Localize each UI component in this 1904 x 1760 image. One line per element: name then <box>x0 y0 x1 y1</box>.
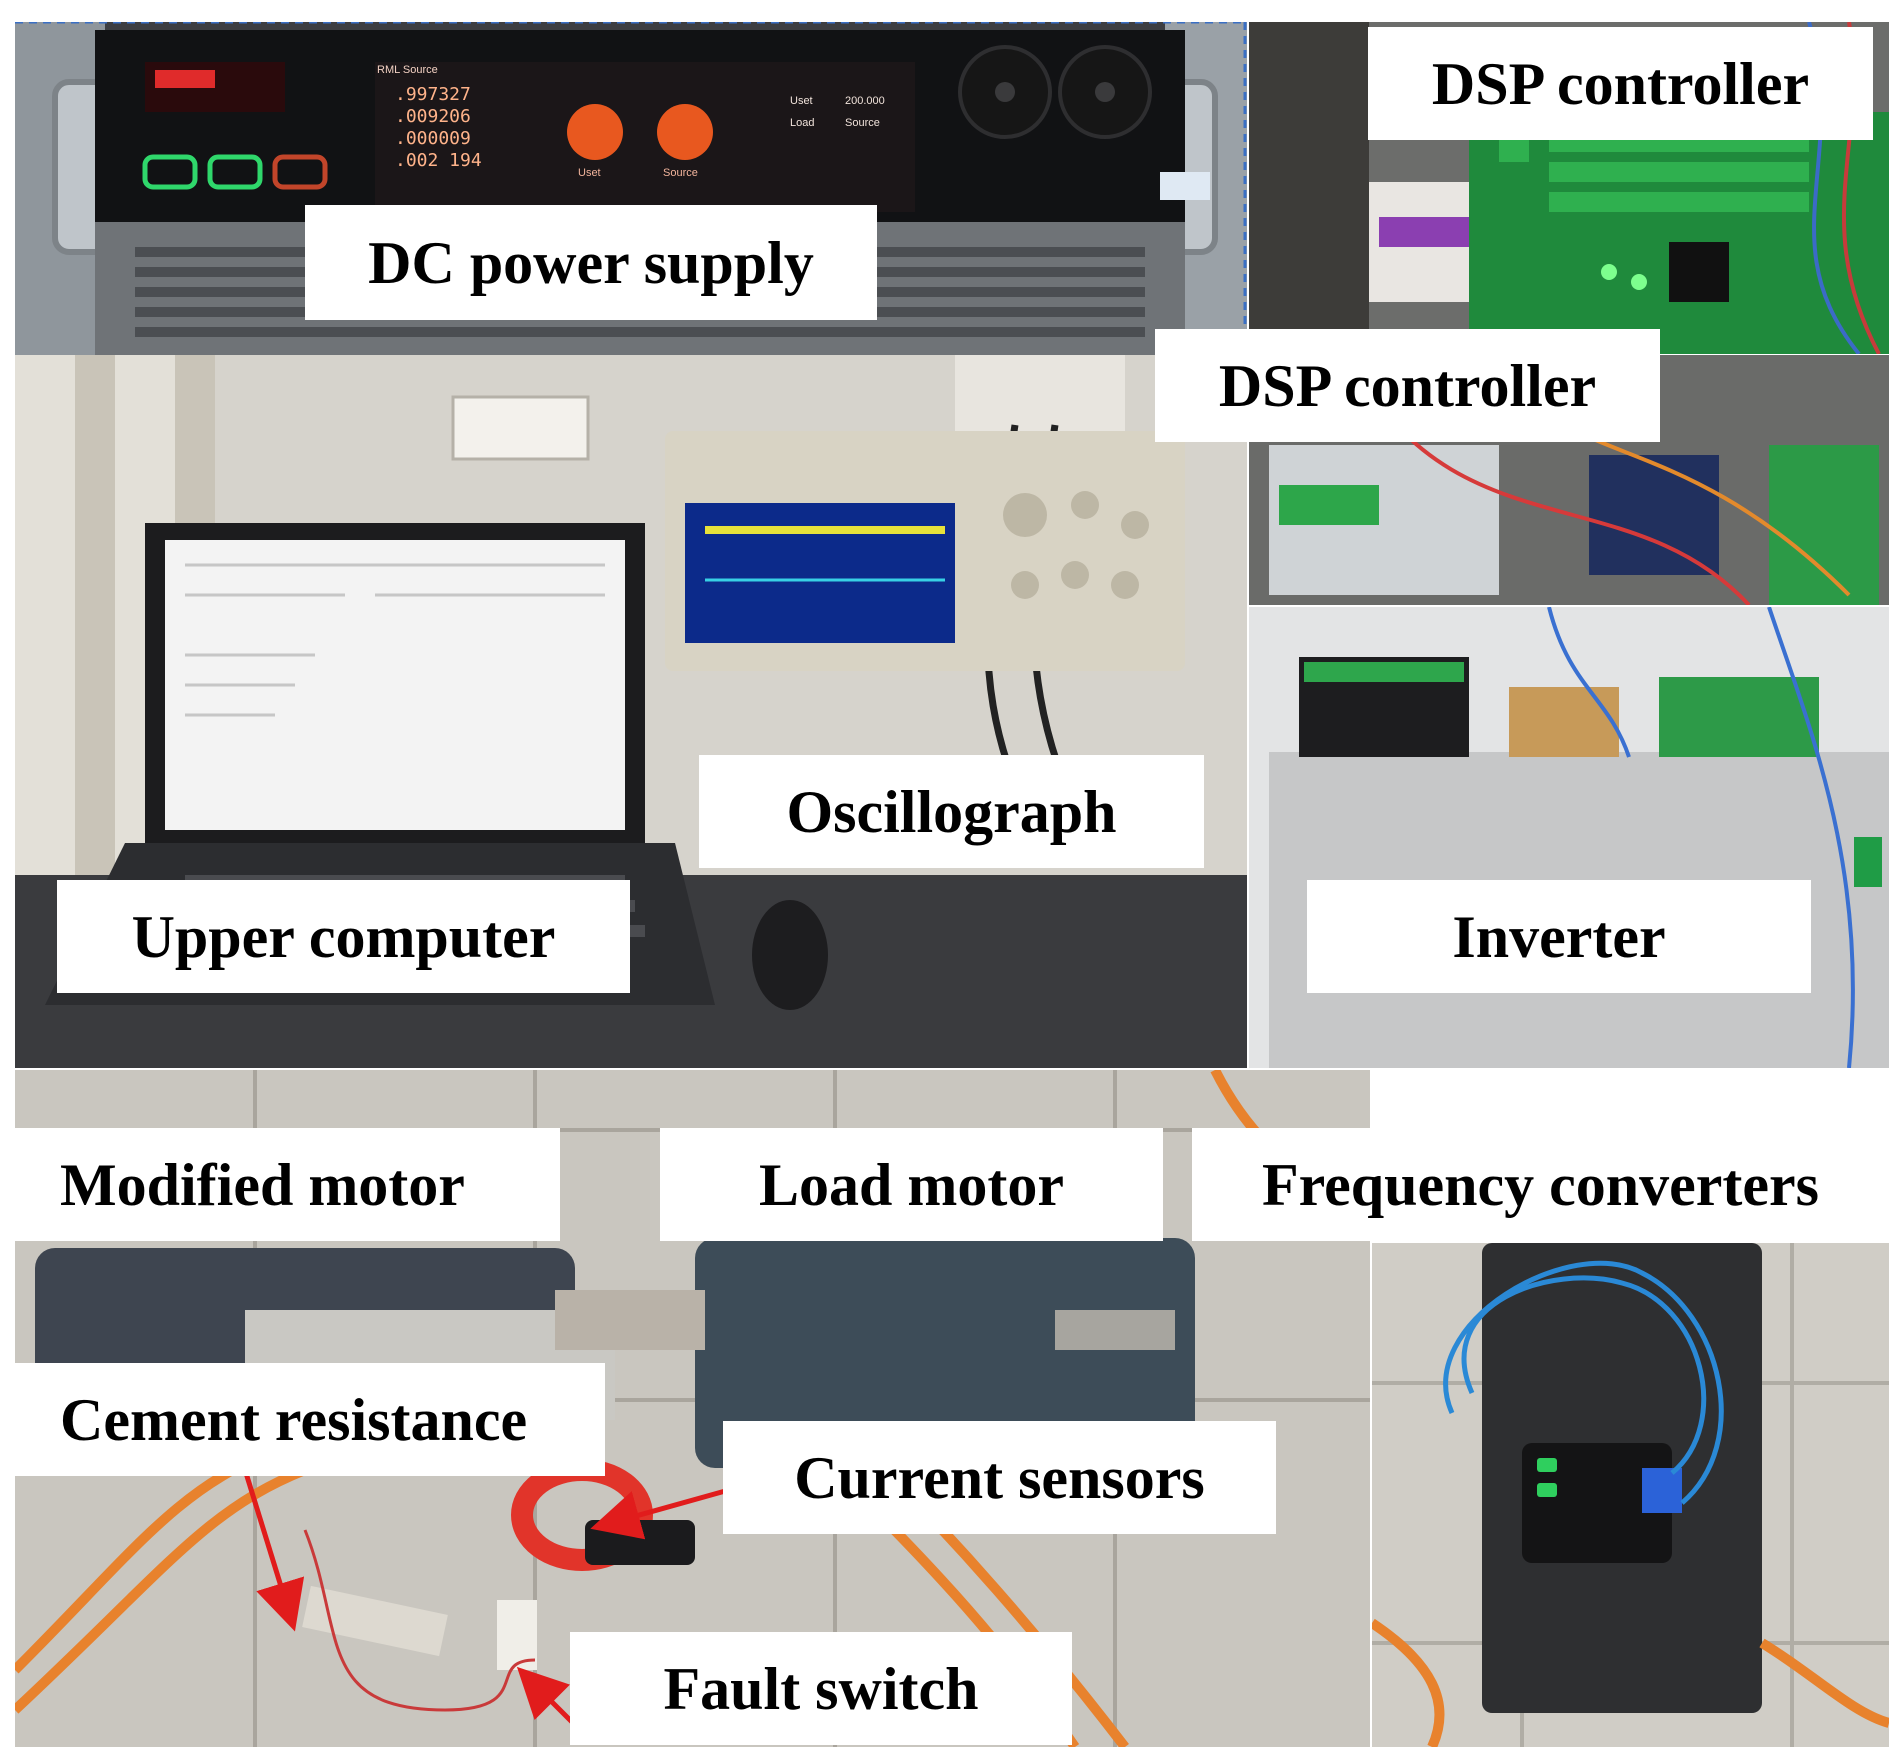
label-inverter: Inverter <box>1307 880 1811 993</box>
power-supply-side-labels: Uset Load <box>790 90 814 134</box>
label-dsp-controller-mid: DSP controller <box>1155 329 1660 442</box>
power-supply-side-label: Load <box>790 117 815 129</box>
power-supply-side-value: 200.000 <box>845 95 885 107</box>
label-modified-motor: Modified motor <box>15 1128 560 1241</box>
photo-test-bench <box>15 355 1247 1068</box>
power-supply-side-label: Uset <box>790 95 813 107</box>
label-frequency-converters: Frequency converters <box>1192 1128 1889 1241</box>
label-current-sensors: Current sensors <box>723 1421 1276 1534</box>
frequency-converter-illustration <box>1372 1243 1889 1747</box>
power-supply-reading: .002 194 <box>395 150 482 171</box>
power-supply-reading: .009206 <box>395 106 471 127</box>
power-supply-knob-label-left: Uset <box>578 167 601 179</box>
label-cement-resistance: Cement resistance <box>15 1363 605 1476</box>
label-load-motor: Load motor <box>660 1128 1163 1241</box>
label-upper-computer: Upper computer <box>57 880 630 993</box>
photo-frequency-converter <box>1372 1243 1889 1747</box>
label-dc-power-supply: DC power supply <box>305 205 877 320</box>
power-supply-knob-label-right: Source <box>663 167 698 179</box>
power-supply-reading: .000009 <box>395 128 471 149</box>
power-supply-side-values: 200.000 Source <box>845 90 885 134</box>
power-supply-reading: .997327 <box>395 84 471 105</box>
label-oscillograph: Oscillograph <box>699 755 1204 868</box>
power-supply-side-value: Source <box>845 117 880 129</box>
power-supply-readings: .997327 .009206 .000009 .002 194 <box>395 84 482 172</box>
power-supply-header: RML Source <box>377 64 438 76</box>
fault-switch-arrow <box>516 1666 574 1724</box>
cement-resistance-arrow <box>243 1472 305 1632</box>
label-dsp-controller-top: DSP controller <box>1368 27 1873 140</box>
label-fault-switch: Fault switch <box>570 1632 1072 1745</box>
current-sensors-arrow <box>590 1485 737 1540</box>
test-bench-illustration <box>15 355 1247 1068</box>
